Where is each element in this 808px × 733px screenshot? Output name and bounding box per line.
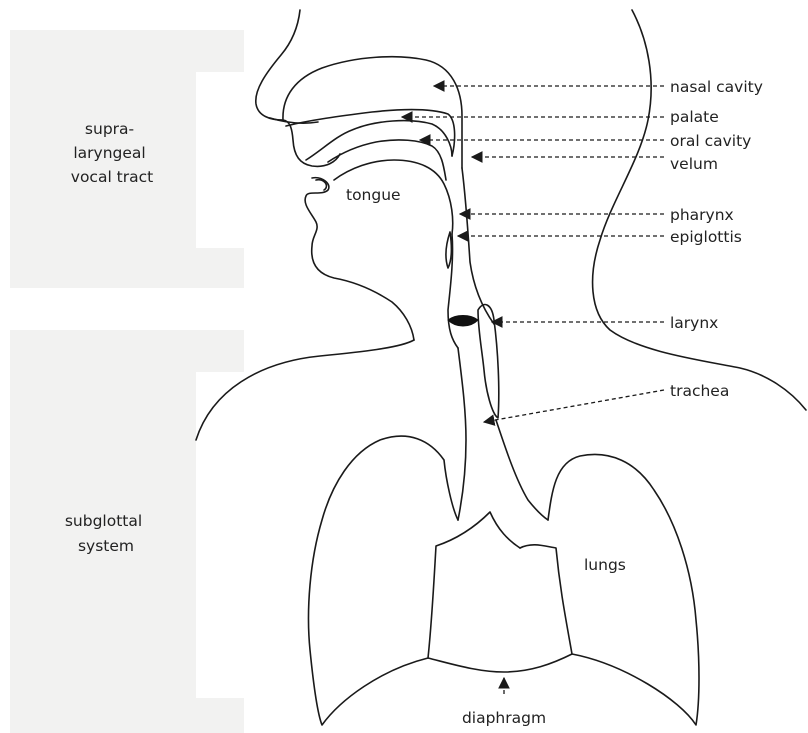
label-diaphragm: diaphragm — [462, 709, 546, 727]
pharynx-back-wall — [462, 168, 494, 324]
left-lung — [309, 436, 521, 725]
label-tongue: tongue — [346, 186, 401, 204]
subglottal-region — [10, 330, 244, 733]
vocal-folds — [448, 316, 478, 327]
label-epiglottis: epiglottis — [670, 228, 742, 246]
epiglottis-shape — [446, 232, 451, 268]
label-palate: palate — [670, 108, 719, 126]
lower-lip-curl — [316, 180, 326, 190]
label-trachea: trachea — [670, 382, 729, 400]
face-profile — [256, 10, 340, 166]
pharynx-front — [448, 234, 458, 348]
trachea-left-wall — [458, 348, 466, 520]
trachea-right-wall — [496, 420, 548, 520]
right-lung — [520, 454, 699, 725]
diaphragm-line — [428, 654, 572, 672]
label-velum: velum — [670, 155, 718, 173]
label-lungs: lungs — [584, 556, 626, 574]
label-larynx: larynx — [670, 314, 718, 332]
label-pharynx: pharynx — [670, 206, 734, 224]
label-nasal-cavity: nasal cavity — [670, 78, 763, 96]
label-oral-cavity: oral cavity — [670, 132, 751, 150]
leader-trachea — [484, 390, 664, 422]
